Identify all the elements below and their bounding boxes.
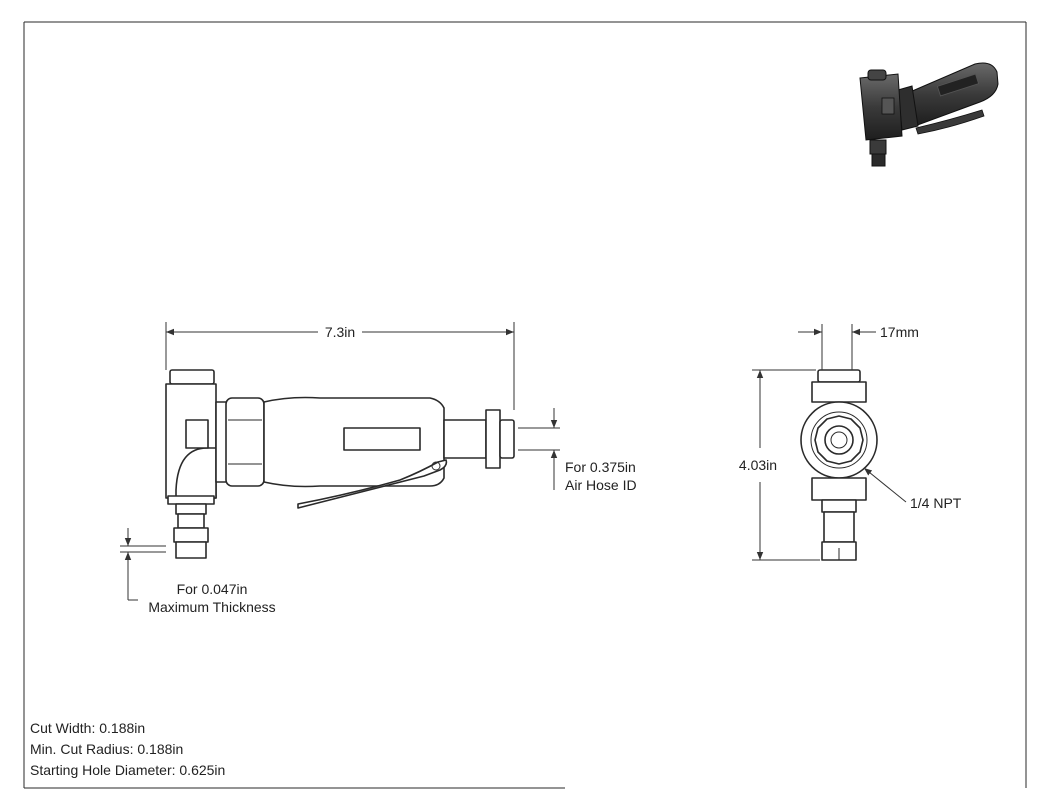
height-label: 4.03in bbox=[739, 457, 777, 473]
npt-label: 1/4 NPT bbox=[910, 495, 962, 511]
thickness-callout: For 0.047in Maximum Thickness bbox=[120, 528, 276, 615]
npt-callout: 1/4 NPT bbox=[863, 467, 962, 511]
spec-cut-width: Cut Width: 0.188in bbox=[30, 720, 145, 736]
specs-block: Cut Width: 0.188in Min. Cut Radius: 0.18… bbox=[30, 720, 225, 778]
air-nibbler-isometric-icon bbox=[859, 62, 999, 167]
thickness-label-2: Maximum Thickness bbox=[148, 599, 275, 615]
air-hose-callout: For 0.375in Air Hose ID bbox=[518, 408, 637, 493]
air-hose-label-2: Air Hose ID bbox=[565, 477, 637, 493]
length-dimension: 7.3in bbox=[165, 322, 515, 410]
air-nibbler-end-view-icon bbox=[800, 369, 878, 561]
air-nibbler-side-view-icon bbox=[165, 369, 515, 559]
width-dimension: 17mm bbox=[798, 324, 919, 370]
air-hose-label-1: For 0.375in bbox=[565, 459, 636, 475]
height-dimension: 4.03in bbox=[739, 369, 820, 561]
thickness-label-1: For 0.047in bbox=[177, 581, 248, 597]
spec-starting-hole: Starting Hole Diameter: 0.625in bbox=[30, 762, 225, 778]
sheet-border bbox=[23, 21, 1027, 789]
spec-min-cut-radius: Min. Cut Radius: 0.188in bbox=[30, 741, 183, 757]
length-label: 7.3in bbox=[325, 324, 355, 340]
width-label: 17mm bbox=[880, 324, 919, 340]
